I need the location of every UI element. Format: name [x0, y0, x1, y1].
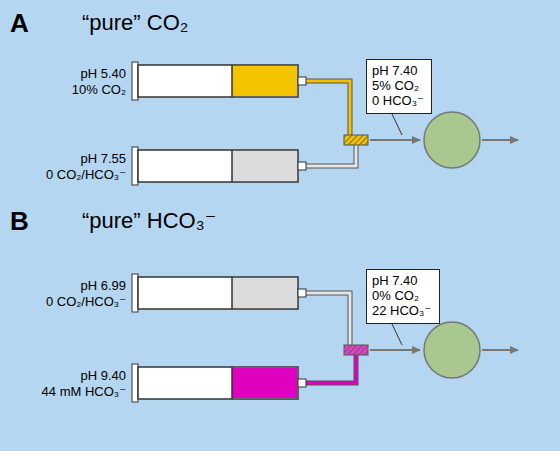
panel-title: “pure” HCO₃⁻ — [82, 208, 216, 234]
syringe — [132, 62, 306, 100]
syringe — [132, 364, 306, 402]
ph-label: pH 9.40 — [80, 368, 126, 383]
condition-box: pH 7.405% CO₂0 HCO₃⁻ — [366, 59, 432, 114]
condition-text: 22 HCO₃⁻ — [372, 303, 434, 318]
panel-title: “pure” CO₂ — [82, 10, 188, 36]
condition-text: pH 7.40 — [372, 273, 434, 288]
syringe — [132, 274, 306, 312]
flow-arrow — [482, 139, 518, 141]
tubing — [306, 293, 368, 383]
syringe — [132, 147, 306, 185]
condition-box: pH 7.400% CO₂22 HCO₃⁻ — [366, 269, 440, 324]
leader-line — [392, 114, 402, 135]
flow-arrow — [370, 139, 420, 141]
flow-arrow — [482, 349, 518, 351]
composition-label: 0 CO₂/HCO₃⁻ — [46, 167, 126, 182]
cell — [424, 322, 480, 378]
ph-label: pH 7.55 — [80, 151, 126, 166]
panel-letter: B — [10, 206, 29, 236]
panel-letter: A — [10, 8, 29, 38]
condition-text: 0 HCO₃⁻ — [372, 93, 426, 108]
leader-line — [392, 324, 402, 345]
cell — [424, 112, 480, 168]
ph-label: pH 5.40 — [80, 66, 126, 81]
ph-label: pH 6.99 — [80, 278, 126, 293]
tubing — [306, 81, 368, 166]
composition-label: 10% CO₂ — [72, 82, 126, 97]
composition-label: 0 CO₂/HCO₃⁻ — [46, 294, 126, 309]
condition-text: 5% CO₂ — [372, 78, 426, 93]
condition-text: 0% CO₂ — [372, 288, 434, 303]
condition-text: pH 7.40 — [372, 63, 426, 78]
flow-arrow — [370, 349, 420, 351]
composition-label: 44 mM HCO₃⁻ — [42, 384, 126, 399]
